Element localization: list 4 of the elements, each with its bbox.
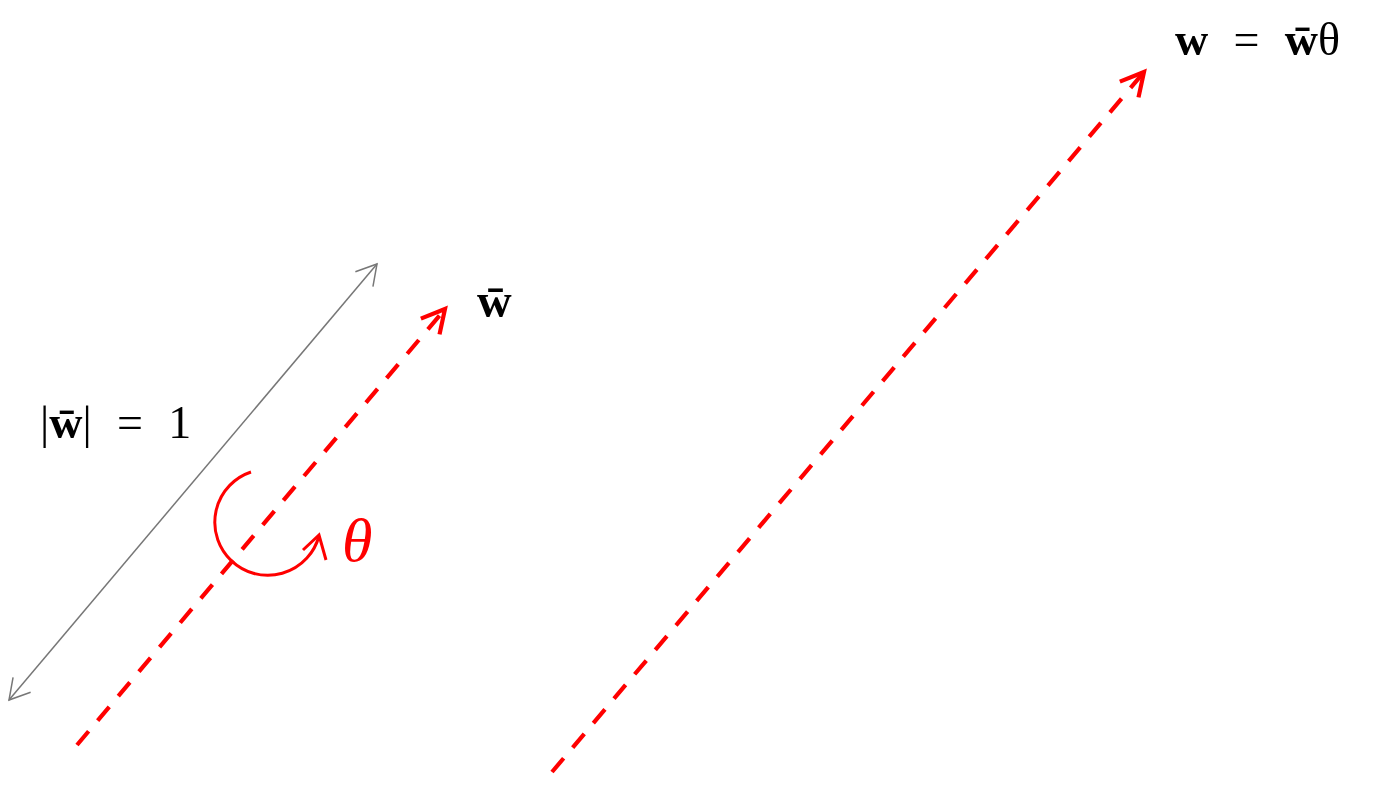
magnitude-label: |w̄| = 1 xyxy=(40,399,192,448)
angle-label: θ xyxy=(342,508,373,574)
equation-label: w = w̄θ xyxy=(1175,16,1341,65)
vector-label: w̄ xyxy=(477,276,512,327)
